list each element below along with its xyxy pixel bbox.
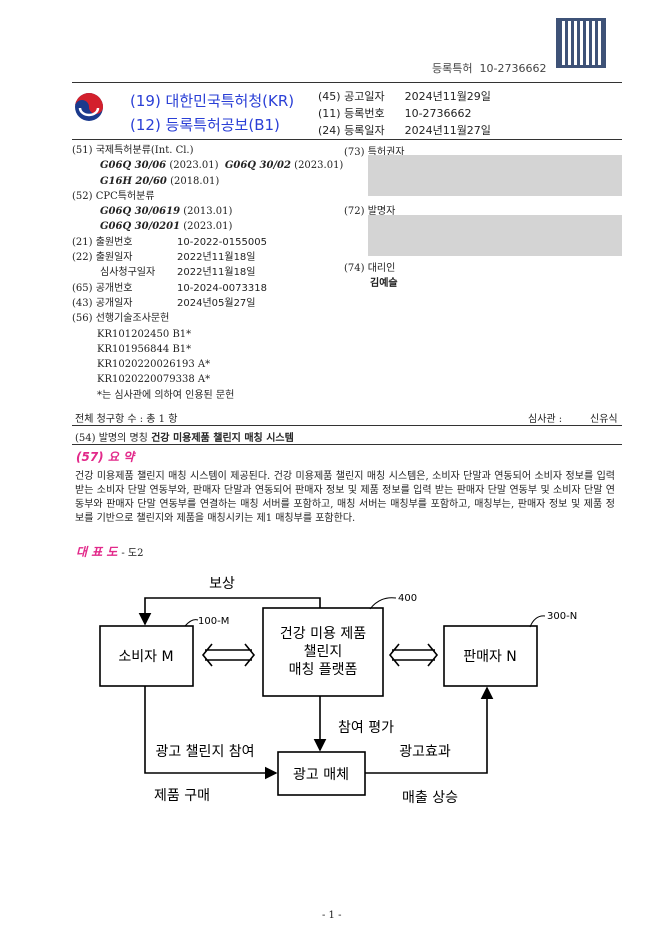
purchase-label: 제품 구매 bbox=[154, 788, 210, 804]
seller-ref: 300-N bbox=[547, 611, 577, 622]
reward-arrow bbox=[145, 598, 320, 624]
reward-label: 보상 bbox=[209, 576, 235, 592]
ad-challenge-label: 광고 챌린지 참여 bbox=[155, 744, 254, 760]
platform-ref: 400 bbox=[398, 593, 417, 604]
consumer-label: 소비자 M bbox=[118, 649, 173, 665]
platform-label: 건강 미용 제품 bbox=[280, 626, 366, 642]
platform-label: 챌린지 bbox=[304, 644, 343, 660]
consumer-platform-double-arrow bbox=[203, 644, 254, 666]
platform-seller-double-arrow bbox=[390, 644, 437, 666]
consumer-ref: 100-M bbox=[198, 616, 229, 627]
platform-label: 매칭 플랫폼 bbox=[289, 662, 358, 678]
ad-effect-label: 광고효과 bbox=[399, 744, 451, 760]
sales-label: 매출 상승 bbox=[402, 790, 458, 806]
eval-label: 참여 평가 bbox=[338, 720, 394, 736]
media-label: 광고 매체 bbox=[293, 767, 349, 783]
ref-leader bbox=[185, 620, 198, 626]
page-number: - 1 - bbox=[322, 910, 341, 921]
seller-label: 판매자 N bbox=[463, 649, 517, 665]
